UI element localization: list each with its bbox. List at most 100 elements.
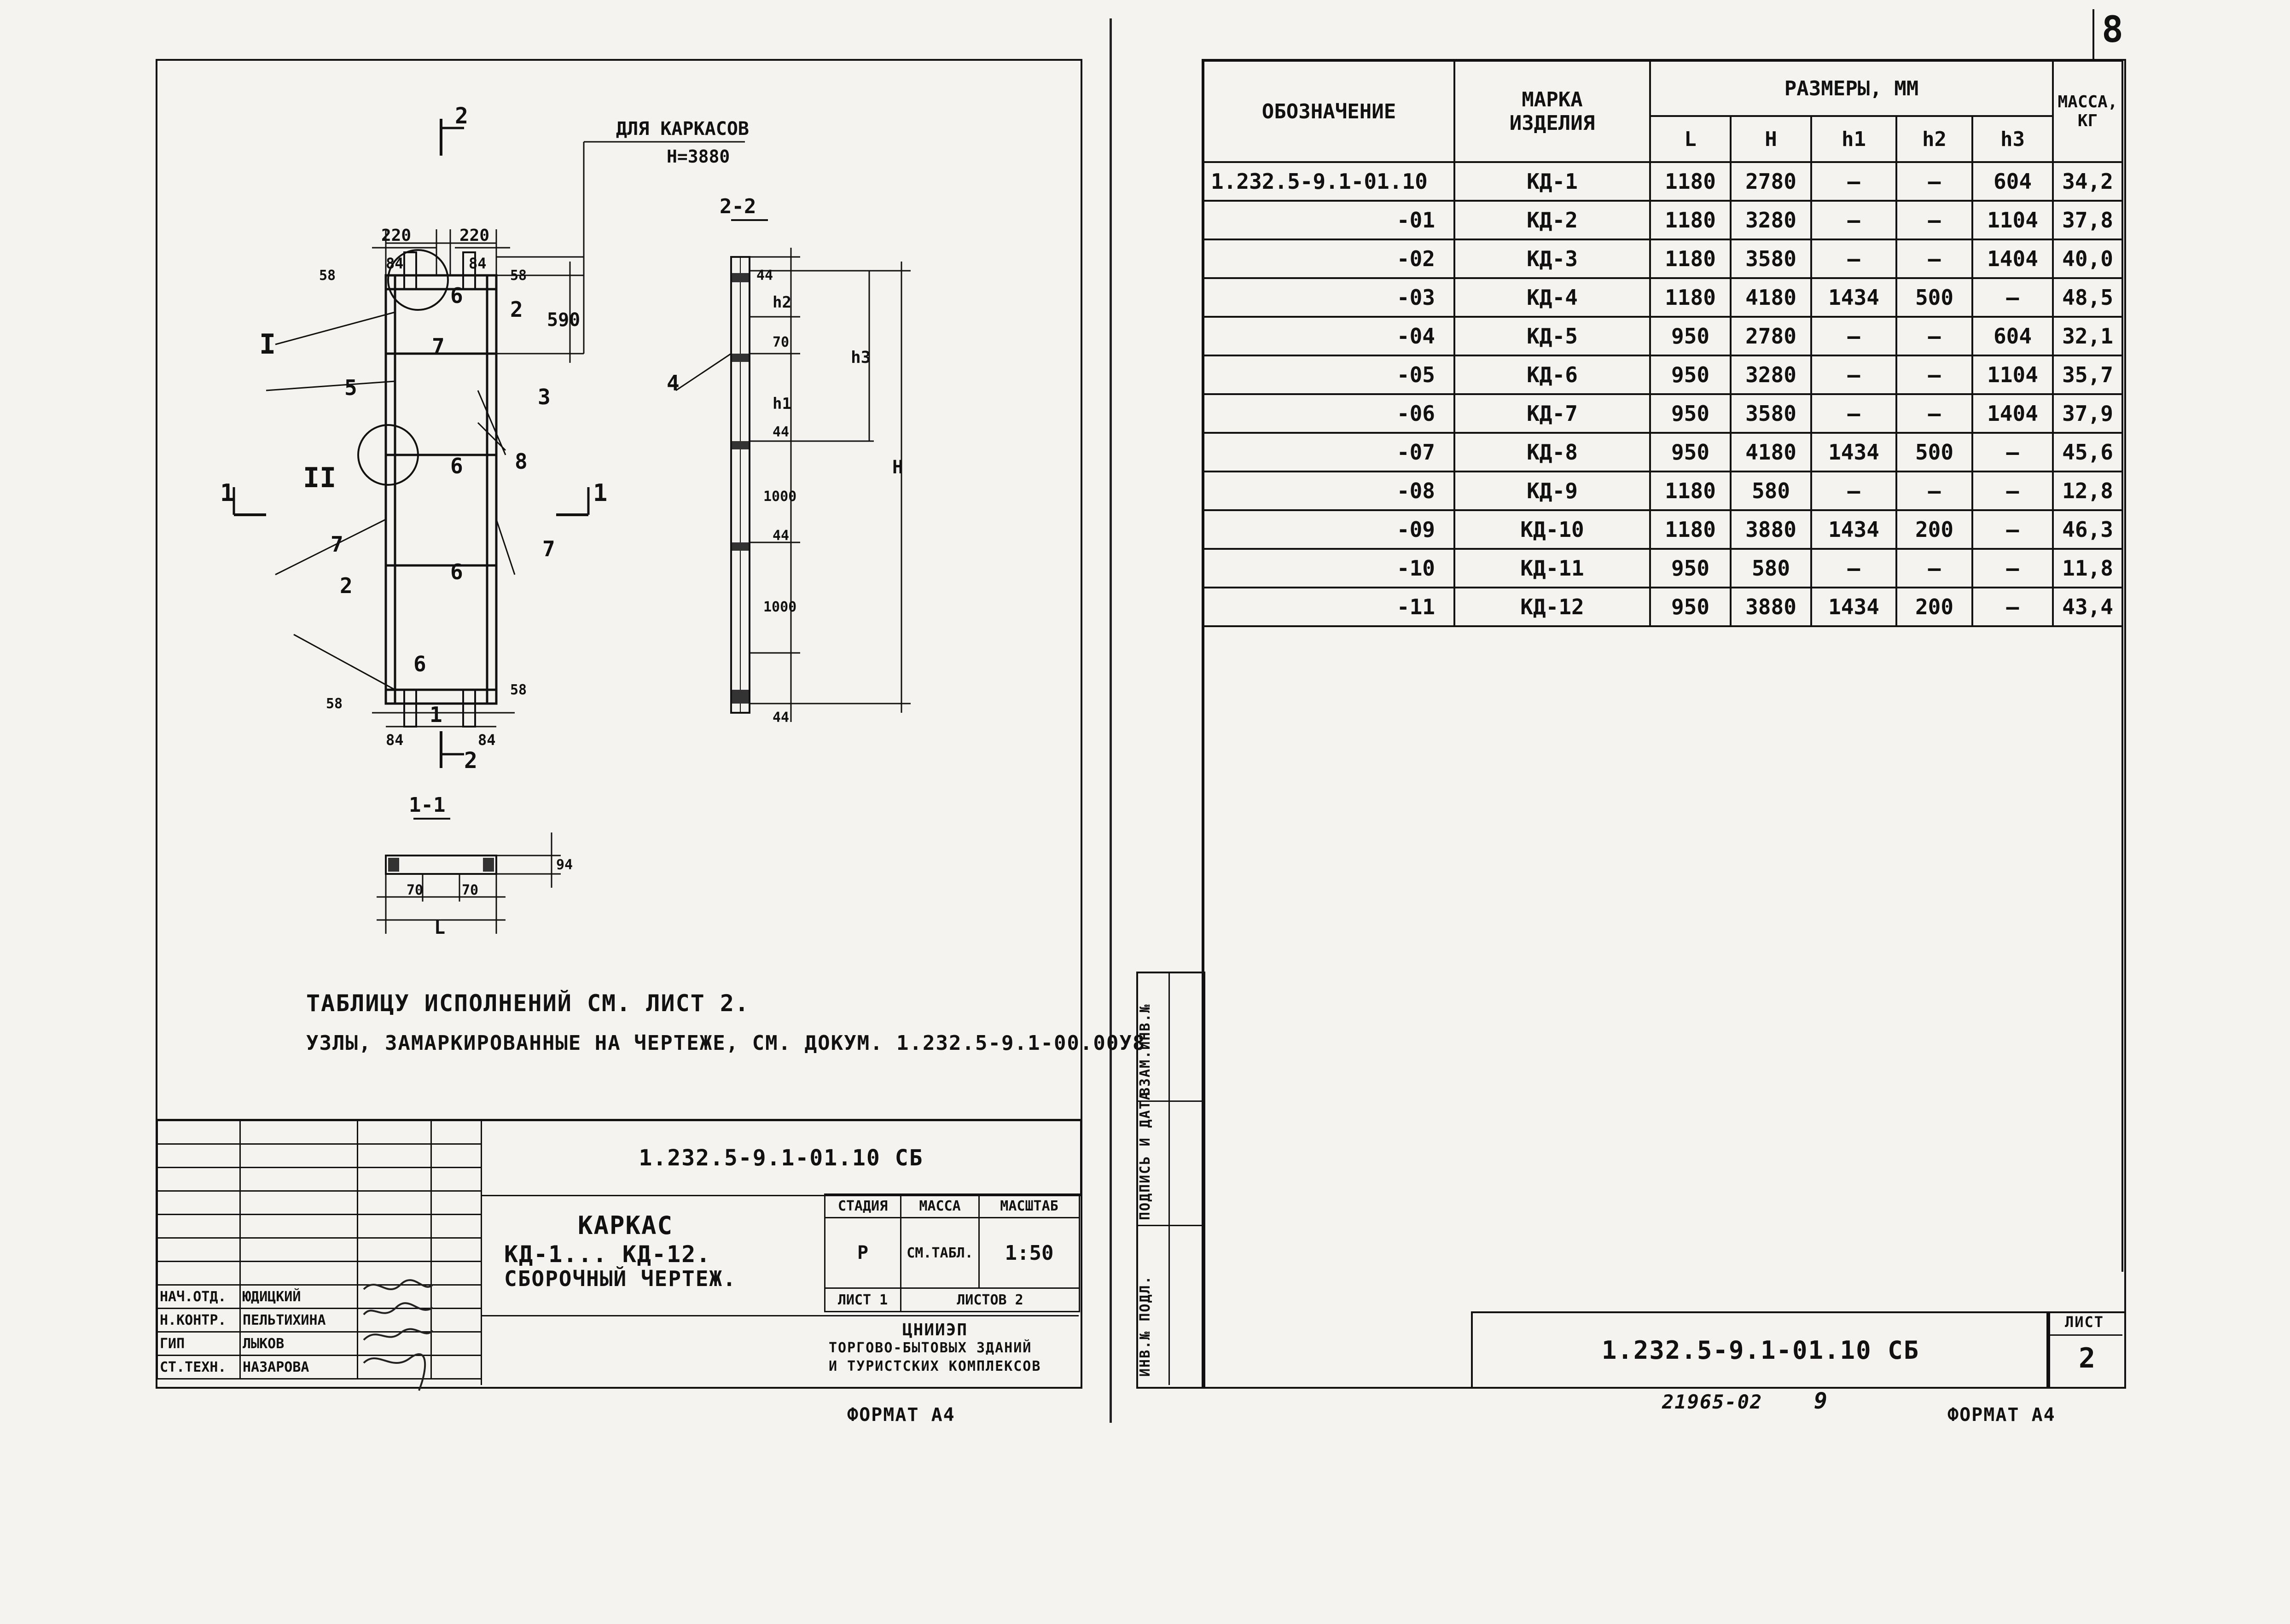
spec-cell-designation: -03 xyxy=(1203,277,1455,318)
dim-s1-70-b: 70 xyxy=(462,882,478,898)
spec-cell-mass: 48,5 xyxy=(2052,277,2124,318)
spec-cell-H: 2780 xyxy=(1730,316,1812,356)
part-label: 6 xyxy=(413,652,426,676)
spec-cell-h1: — xyxy=(1810,239,1897,279)
spec-cell-h2: — xyxy=(1895,393,1973,434)
dim-58-bottom-left: 58 xyxy=(326,696,343,712)
spec-cell-mark: КД-8 xyxy=(1453,432,1651,472)
spec-cell-mark: КД-2 xyxy=(1453,200,1651,240)
org-line-3: И ТУРИСТСКИХ КОМПЛЕКСОВ xyxy=(829,1358,1041,1374)
spec-cell-H: 4180 xyxy=(1730,432,1812,472)
side-stamp-divider xyxy=(1136,1225,1202,1226)
page-number: 8 xyxy=(2102,9,2124,51)
cut-mark-right: 1 xyxy=(593,479,607,507)
header-sizes: РАЗМЕРЫ, ММ xyxy=(1649,60,2054,117)
spec-cell-H: 580 xyxy=(1730,548,1812,588)
right-sheet-box xyxy=(2046,1311,2126,1389)
spec-cell-mass: 35,7 xyxy=(2052,355,2124,395)
spec-cell-mark: КД-11 xyxy=(1453,548,1651,588)
spec-cell-designation: -07 xyxy=(1203,432,1455,472)
spec-cell-h2: 500 xyxy=(1895,277,1973,318)
signer-role: СТ.ТЕХН. xyxy=(157,1355,241,1380)
part-label: 7 xyxy=(542,536,555,561)
spec-cell-H: 3280 xyxy=(1730,200,1812,240)
part-label: 7 xyxy=(432,334,445,359)
signer-role: ГИП xyxy=(157,1331,241,1356)
side-stamp-divider xyxy=(1168,972,1170,1385)
stage-label: СТАДИЯ xyxy=(824,1193,901,1218)
right-sheet-number: 2 xyxy=(2079,1342,2097,1374)
spec-cell-mark: КД-3 xyxy=(1453,239,1651,279)
spec-cell-mark: КД-12 xyxy=(1453,587,1651,627)
spec-cell-mass: 32,1 xyxy=(2052,316,2124,356)
title-line-3: СБОРОЧНЫЙ ЧЕРТЕЖ. xyxy=(504,1266,737,1291)
spec-cell-h3: 1104 xyxy=(1971,200,2054,240)
signer-name: ЮДИЦКИЙ xyxy=(239,1284,358,1309)
for-frames-height: Н=3880 xyxy=(667,146,730,167)
side-stamp-divider xyxy=(1136,1100,1202,1102)
spec-cell-h2: — xyxy=(1895,200,1973,240)
cut-mark-bottom: 2 xyxy=(464,748,477,774)
mass-value: СМ.ТАБЛ. xyxy=(900,1217,980,1289)
note-1: ТАБЛИЦУ ИСПОЛНЕНИЙ СМ. ЛИСТ 2. xyxy=(306,990,750,1017)
spec-cell-h2: 200 xyxy=(1895,509,1973,550)
spec-cell-designation: -10 xyxy=(1203,548,1455,588)
spec-cell-mark: КД-4 xyxy=(1453,277,1651,318)
signer-role: НАЧ.ОТД. xyxy=(157,1284,241,1309)
part-label: 6 xyxy=(450,283,463,308)
dim-84-bottom-b: 84 xyxy=(478,731,496,749)
spec-cell-mark: КД-1 xyxy=(1453,161,1651,202)
spec-cell-h1: — xyxy=(1810,316,1897,356)
header-h3: h3 xyxy=(1971,115,2054,163)
dim-58-bottom-right: 58 xyxy=(510,682,527,698)
spec-cell-L: 1180 xyxy=(1649,161,1732,202)
spec-cell-L: 1180 xyxy=(1649,277,1732,318)
spec-cell-H: 4180 xyxy=(1730,277,1812,318)
dim-s2-h1: h1 xyxy=(773,395,791,413)
header-h2: h2 xyxy=(1895,115,1973,163)
spec-cell-mass: 40,0 xyxy=(2052,239,2124,279)
signer-role: Н.КОНТР. xyxy=(157,1308,241,1333)
right-sheet-label: ЛИСТ xyxy=(2065,1313,2104,1331)
dim-84-bottom-a: 84 xyxy=(386,731,404,749)
mass-label: МАССА xyxy=(900,1193,980,1218)
archive-number: 21965-02 xyxy=(1662,1391,1763,1413)
node-label-1: I xyxy=(259,328,276,361)
org-divider xyxy=(481,1315,1079,1316)
spec-table: ОБОЗНАЧЕНИЕ МАРКА ИЗДЕЛИЯ РАЗМЕРЫ, ММ МА… xyxy=(1202,60,2124,1272)
stage-value: Р xyxy=(824,1217,901,1289)
part-label: 6 xyxy=(450,454,463,478)
spec-cell-h3: — xyxy=(1971,587,2054,627)
spec-cell-h1: — xyxy=(1810,548,1897,588)
spec-cell-L: 1180 xyxy=(1649,471,1732,511)
spec-cell-h3: — xyxy=(1971,471,2054,511)
spec-cell-h2: — xyxy=(1895,316,1973,356)
dim-58-top: 58 xyxy=(319,268,336,284)
spec-cell-h2: — xyxy=(1895,548,1973,588)
org-line-1: ЦНИИЭП xyxy=(902,1321,968,1339)
spec-cell-L: 1180 xyxy=(1649,200,1732,240)
spec-cell-h2: — xyxy=(1895,355,1973,395)
scale-label: МАСШТАБ xyxy=(978,1193,1080,1218)
dim-s2-44-top: 44 xyxy=(756,268,773,284)
spec-cell-h1: — xyxy=(1810,393,1897,434)
title-divider xyxy=(481,1193,482,1385)
spec-cell-L: 950 xyxy=(1649,393,1732,434)
side-stamp-inv: ИНВ.№ ПОДЛ. xyxy=(1137,1275,1153,1377)
dim-s1-94: 94 xyxy=(556,857,573,873)
spec-cell-h1: — xyxy=(1810,161,1897,202)
title-line-2: КД-1... КД-12. xyxy=(504,1241,711,1268)
spec-cell-h1: 1434 xyxy=(1810,509,1897,550)
spec-cell-L: 950 xyxy=(1649,316,1732,356)
spec-cell-L: 1180 xyxy=(1649,509,1732,550)
header-L: L xyxy=(1649,115,1732,163)
side-stamp xyxy=(1136,972,1205,1389)
dim-s2-44-bottom: 44 xyxy=(773,710,789,726)
